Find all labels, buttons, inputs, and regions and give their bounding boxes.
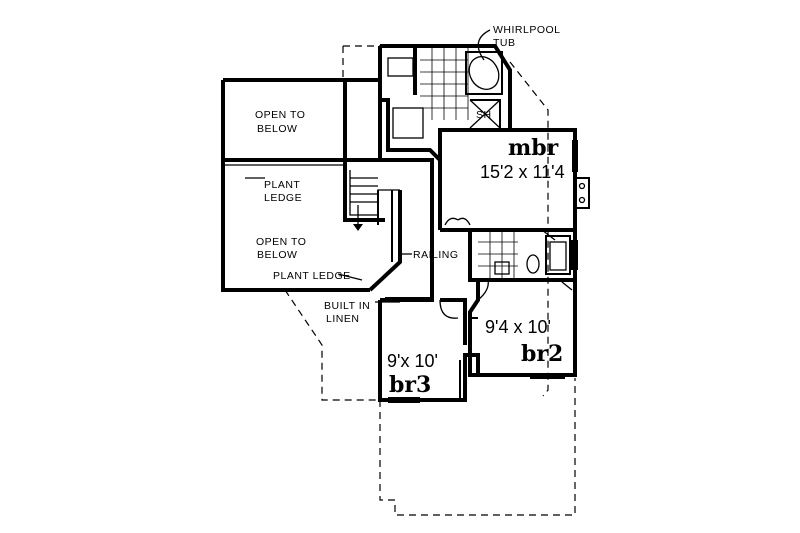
bath-tile-floor xyxy=(420,48,469,120)
open-below-label-2b: BELOW xyxy=(257,249,297,261)
bedroom-3-name: br3 xyxy=(389,372,431,398)
bedroom-2-name: br2 xyxy=(521,341,563,367)
whirlpool-tub-icon xyxy=(468,56,500,90)
whirlpool-label: WHIRLPOOL xyxy=(493,24,561,36)
bedroom-3-size: 9'x 10' xyxy=(387,351,438,371)
stairs xyxy=(343,158,434,290)
windows xyxy=(463,140,578,345)
master-bedroom-size: 15'2 x 11'4 xyxy=(480,162,565,182)
open-below-label-2: OPEN TO xyxy=(256,236,306,248)
master-bath xyxy=(378,29,512,165)
linen-label: BUILT IN xyxy=(324,300,370,312)
hall-bath-tile-floor xyxy=(478,232,518,278)
open-below-label-1b: BELOW xyxy=(257,123,297,135)
open-to-below-area xyxy=(221,78,402,292)
hall-bath xyxy=(468,230,577,282)
plant-ledge-label-1: PLANT xyxy=(264,179,300,191)
bedroom-2-size: 9'4 x 10' xyxy=(485,317,551,337)
railing-label: RAILING xyxy=(413,249,459,261)
shower-label: SH xyxy=(476,109,492,121)
hall xyxy=(380,279,489,302)
plant-ledge-label-1b: LEDGE xyxy=(264,192,302,204)
open-below-label-1: OPEN TO xyxy=(255,109,305,121)
bedroom-2 xyxy=(468,278,577,379)
linen-label-2: LINEN xyxy=(326,313,359,325)
whirlpool-label-2: TUB xyxy=(493,37,516,49)
master-bedroom-name: mbr xyxy=(508,135,559,161)
plant-ledge-label-2: PLANT LEDGE xyxy=(273,270,351,282)
lower-floor-outline xyxy=(284,45,576,516)
